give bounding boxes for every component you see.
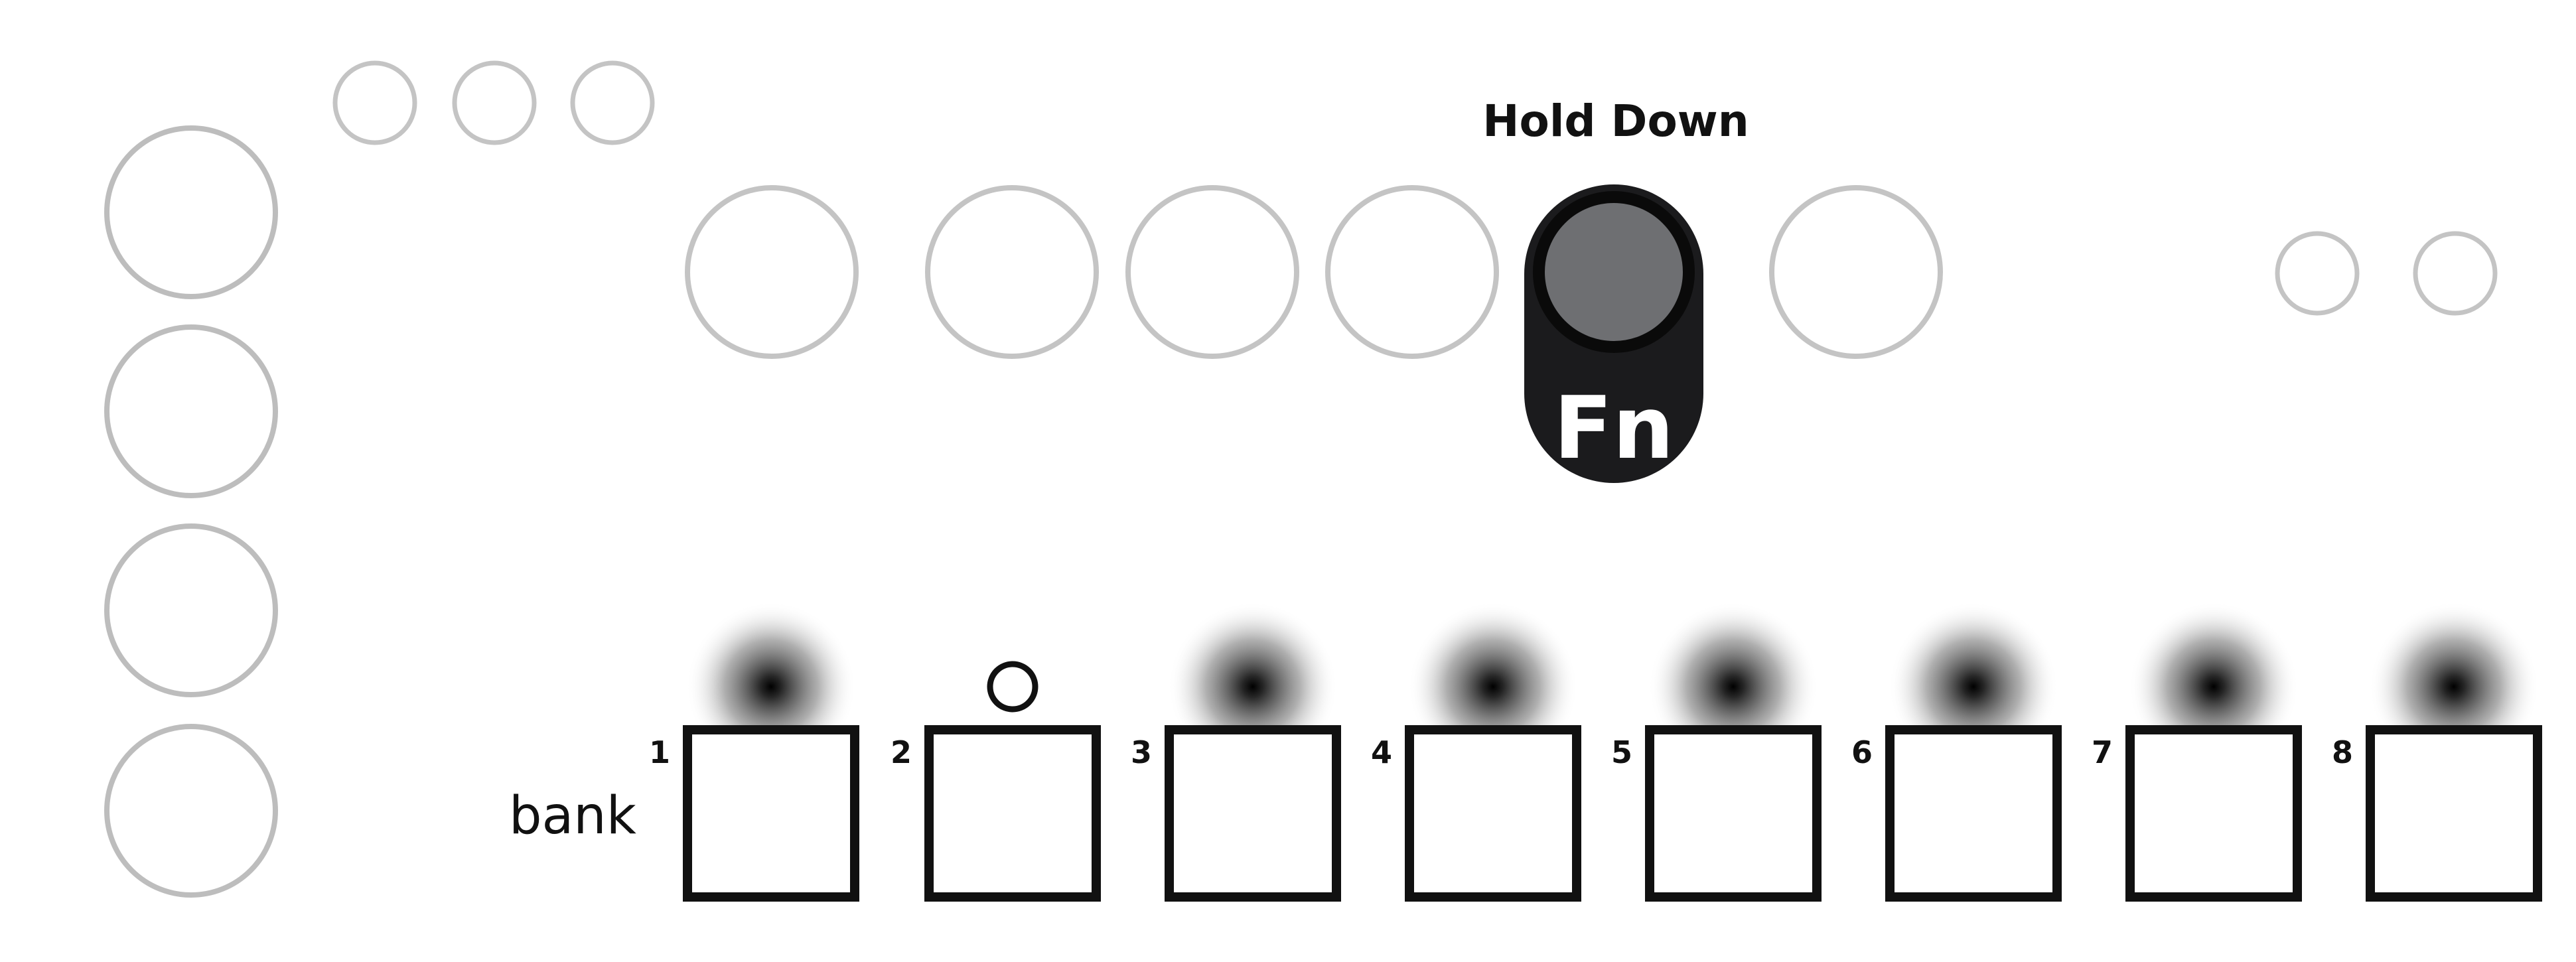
mid-knob-6[interactable]: [1769, 185, 1943, 359]
fn-knob[interactable]: Fn: [1524, 184, 1703, 483]
pad-4[interactable]: [1405, 725, 1581, 902]
top-small-knobs: [332, 60, 655, 145]
pad-1[interactable]: [683, 725, 859, 902]
small-knob-3[interactable]: [570, 60, 655, 145]
fn-knob-cap: [1533, 191, 1695, 353]
pad-7[interactable]: [2125, 725, 2302, 902]
fn-label: Fn: [1553, 378, 1674, 478]
left-knob-1[interactable]: [104, 125, 278, 299]
mid-knob-3[interactable]: [1125, 185, 1299, 359]
pad-2-led-off: [987, 661, 1038, 713]
small-knob-1[interactable]: [332, 60, 417, 145]
pad-6-number: 6: [1851, 734, 1873, 770]
mid-knob-1[interactable]: [685, 185, 859, 359]
left-knob-3[interactable]: [104, 523, 278, 697]
pad-3[interactable]: [1165, 725, 1341, 902]
pad-2-number: 2: [891, 734, 912, 770]
pad-8-number: 8: [2332, 734, 2353, 770]
bank-label: bank: [509, 786, 636, 846]
pad-5[interactable]: [1645, 725, 1822, 902]
pad-8[interactable]: [2366, 725, 2542, 902]
pad-1-number: 1: [649, 734, 670, 770]
right-small-knobs: [2275, 231, 2498, 316]
left-knob-2[interactable]: [104, 324, 278, 498]
pad-5-number: 5: [1611, 734, 1632, 770]
pad-4-number: 4: [1371, 734, 1392, 770]
pad-6[interactable]: [1885, 725, 2062, 902]
pad-3-number: 3: [1131, 734, 1152, 770]
right-small-knob-2[interactable]: [2413, 231, 2498, 316]
pad-2[interactable]: [924, 725, 1101, 902]
small-knob-2[interactable]: [452, 60, 537, 145]
middle-knob-row: [685, 185, 1943, 359]
mid-knob-2[interactable]: [925, 185, 1099, 359]
mid-knob-4[interactable]: [1325, 185, 1499, 359]
right-small-knob-1[interactable]: [2275, 231, 2360, 316]
pad-row: 1 2 3 4 5 6 7 8: [649, 602, 2542, 902]
left-knob-4[interactable]: [104, 724, 278, 898]
pad-7-number: 7: [2092, 734, 2113, 770]
left-knob-column: [104, 125, 278, 898]
hold-down-label: Hold Down: [1482, 96, 1749, 147]
